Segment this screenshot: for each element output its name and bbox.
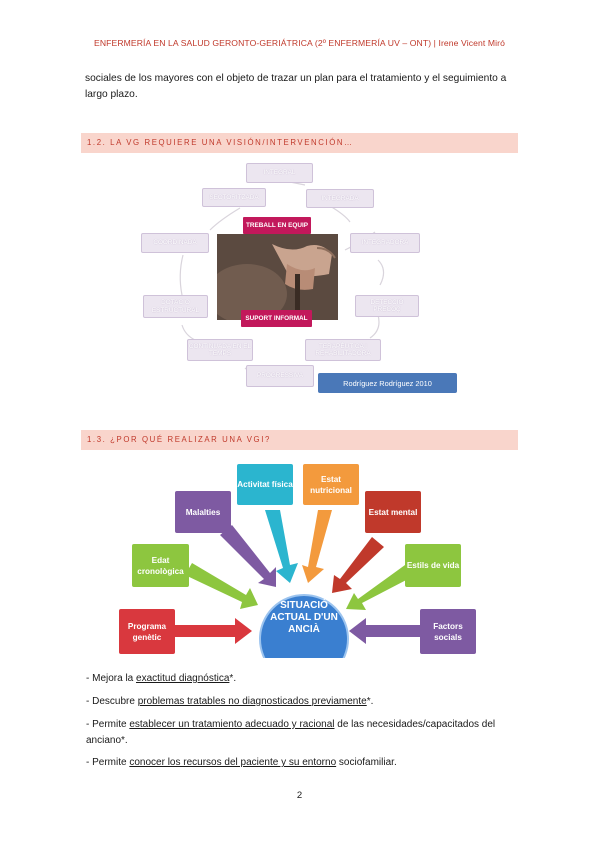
arrow-estils: [346, 565, 412, 610]
bullet-text: - Mejora la: [86, 673, 137, 684]
photo-elderly-hands-cane: [217, 234, 338, 320]
bullet-text: de las necesidades/capacitados del ancia…: [86, 719, 496, 746]
page-number: 2: [296, 790, 303, 801]
factor-estat-nutricional: Estat nutricional: [303, 464, 359, 505]
bullet-text: sociofamiliar.: [336, 757, 397, 768]
arrow-factors-socials: [349, 618, 420, 644]
arrow-edat: [185, 563, 258, 609]
bullet-text: - Permite: [86, 757, 130, 768]
node-integradora: INTEGRADORA: [350, 233, 420, 253]
section-title: 1.2. LA VG REQUIERE UNA VISIÓN/INTERVENC…: [87, 138, 354, 147]
suport-informal-box: SUPORT INFORMAL: [241, 310, 312, 327]
node-terapeutica: TERAPÈUTICA I REHABILITADORA: [305, 339, 381, 361]
bullet-text: - Permite: [86, 719, 130, 730]
citation-box: Rodríguez Rodríguez 2010: [318, 373, 457, 393]
bullet-underlined: establecer un tratamiento adecuado y rac…: [129, 719, 335, 730]
bullet-text: - Descubre: [86, 696, 138, 707]
center-label: SITUACIÓ ACTUAL D'UN ANCIÀ: [270, 600, 338, 635]
factor-factors-socials: Factors socials: [420, 609, 476, 654]
bullet-text: *.: [229, 673, 237, 684]
arrow-estat-mental: [332, 537, 384, 593]
section-title: 1.3. ¿POR QUÉ REALIZAR UNA VGI?: [87, 435, 271, 444]
diagram2-arrows: [175, 510, 420, 644]
node-integrada: INTEGRADA: [306, 189, 374, 208]
arrow-programa: [175, 618, 252, 644]
section-heading-1-2: 1.2. LA VG REQUIERE UNA VISIÓN/INTERVENC…: [81, 133, 518, 153]
factor-malalties: Malalties: [175, 491, 231, 533]
bullet-4: - Permite conocer los recursos del pacie…: [86, 755, 526, 771]
factor-activitat: Activitat física: [237, 464, 293, 505]
hands-illustration: [217, 234, 338, 320]
bullet-underlined: conocer los recursos del paciente y su e…: [129, 757, 337, 768]
intro-paragraph: sociales de los mayores con el objeto de…: [85, 73, 507, 100]
bullet-text: *.: [366, 696, 374, 707]
node-progressiva: PROGRESSIVA: [246, 365, 314, 387]
center-situation: SITUACIÓ ACTUAL D'UN ANCIÀ: [259, 594, 349, 658]
bullet-2: - Descubre problemas tratables no diagno…: [86, 694, 526, 710]
factor-edat: Edat cronològica: [132, 544, 189, 587]
arrow-estat-nutricional: [302, 510, 332, 583]
page-header: ENFERMERÍA EN LA SALUD GERONTO-GERIÁTRIC…: [94, 38, 505, 48]
node-dotacio: DOTACIO ESTRUCTURAL: [143, 295, 208, 318]
section-heading-1-3: 1.3. ¿POR QUÉ REALIZAR UNA VGI?: [81, 430, 518, 450]
bullet-underlined: exactitud diagnóstica: [136, 673, 230, 684]
treball-en-equip-box: TREBALL EN EQUIP: [243, 217, 311, 234]
bullet-3: - Permite establecer un tratamiento adec…: [86, 717, 526, 749]
factor-programa: Programa genètic: [119, 609, 175, 654]
bullet-1: - Mejora la exactitud diagnóstica*.: [86, 671, 526, 687]
node-continuada: CONTINUADA EN EL TEMPS: [187, 339, 253, 361]
node-deteccio: DETECCIÓ PRECOÇ: [355, 295, 419, 317]
node-sectoritzada: SECTORITZADA: [202, 188, 266, 207]
node-coordinada: COORDINADA: [141, 233, 209, 253]
bullet-underlined: problemas tratables no diagnosticados pr…: [137, 696, 367, 707]
arrow-malalties: [220, 525, 276, 587]
arrow-activitat: [265, 510, 298, 583]
factor-estils: Estils de vida: [405, 544, 461, 587]
factor-estat-mental: Estat mental: [365, 491, 421, 533]
node-integral: INTEGRAL: [246, 163, 313, 183]
